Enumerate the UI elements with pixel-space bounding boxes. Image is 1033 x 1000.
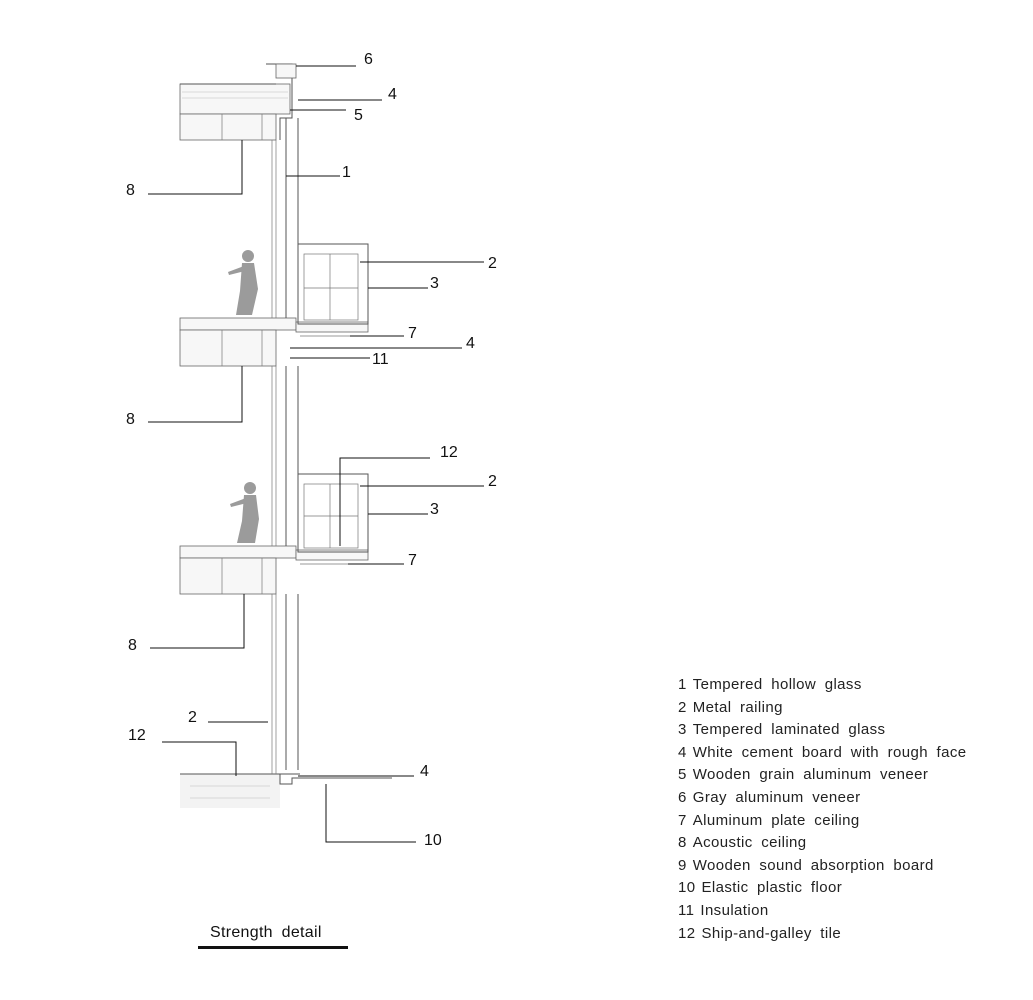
legend-item: 6 Gray aluminum veneer <box>678 787 966 810</box>
legend-item: 12 Ship-and-galley tile <box>678 923 966 946</box>
legend-item: 4 White cement board with rough face <box>678 742 966 765</box>
legend-number: 7 <box>678 811 687 829</box>
callout-numbers: 6 4 5 1 8 2 3 7 4 11 8 12 2 3 7 8 2 12 4… <box>126 51 497 849</box>
callout-4-top: 4 <box>388 86 397 103</box>
legend-text: Tempered laminated glass <box>692 721 886 739</box>
legend-text: Tempered hollow glass <box>692 676 862 693</box>
legend-number: 2 <box>678 698 687 716</box>
legend-number: 8 <box>678 834 687 852</box>
legend-text: Gray aluminum veneer <box>692 788 861 806</box>
callout-1: 1 <box>342 164 351 181</box>
legend-item: 9 Wooden sound absorption board <box>678 855 966 878</box>
drawing-title: Strength detail <box>210 924 322 941</box>
callout-3-upper: 3 <box>430 275 439 292</box>
person-silhouette-lower <box>230 482 259 543</box>
leader-lines <box>148 65 484 843</box>
ground-floor <box>180 773 392 808</box>
floor-slab-2 <box>179 545 369 595</box>
callout-8-middle: 8 <box>126 411 135 428</box>
legend-number: 3 <box>678 721 687 739</box>
callout-8-top: 8 <box>126 182 135 199</box>
callout-12-ground: 12 <box>128 727 146 744</box>
legend-item: 10 Elastic plastic floor <box>678 877 966 900</box>
legend-item: 7 Aluminum plate ceiling <box>678 810 966 833</box>
callout-2-upper: 2 <box>488 255 497 272</box>
legend-text: Insulation <box>700 901 769 919</box>
callout-4-middle: 4 <box>466 335 475 352</box>
callout-6: 6 <box>364 51 373 68</box>
legend-text: Metal railing <box>692 698 783 716</box>
legend-number: 6 <box>678 788 687 806</box>
balcony-lower <box>297 473 369 553</box>
legend-number: 12 <box>678 924 696 942</box>
legend-text: White cement board with rough face <box>692 743 967 761</box>
legend-item: 8 Acoustic ceiling <box>678 832 966 855</box>
legend-item: 1 Tempered hollow glass <box>678 674 966 697</box>
roof-slab <box>179 63 297 141</box>
legend-number: 4 <box>678 743 687 761</box>
legend-item: 5 Wooden grain aluminum veneer <box>678 764 966 787</box>
callout-11: 11 <box>372 351 389 368</box>
legend-text: Wooden sound absorption board <box>692 856 934 874</box>
curtain-wall <box>271 118 299 774</box>
legend-text: Acoustic ceiling <box>692 834 807 852</box>
legend-item: 3 Tempered laminated glass <box>678 719 966 742</box>
legend-text: Aluminum plate ceiling <box>692 811 860 829</box>
legend-text: Elastic plastic floor <box>701 879 843 897</box>
legend-item: 11 Insulation <box>678 900 966 923</box>
callout-5: 5 <box>354 107 363 124</box>
callout-8-bottom: 8 <box>128 637 137 654</box>
callout-3-lower: 3 <box>430 501 439 518</box>
legend-item: 2 Metal railing <box>678 697 966 720</box>
legend-number: 10 <box>678 879 696 897</box>
callout-7-lower: 7 <box>408 552 417 569</box>
callout-2-lower: 2 <box>488 473 497 490</box>
callout-12-upper: 12 <box>440 444 458 461</box>
person-silhouette-upper <box>228 250 258 315</box>
legend-number: 1 <box>678 676 687 693</box>
callout-10: 10 <box>424 832 442 849</box>
drawing-title-block: Strength detail <box>198 924 348 949</box>
legend-text: Ship-and-galley tile <box>701 924 842 942</box>
balcony-upper <box>297 243 369 325</box>
legend-number: 9 <box>678 856 687 874</box>
callout-4-ground: 4 <box>420 763 429 780</box>
legend-text: Wooden grain aluminum veneer <box>692 766 929 784</box>
legend-number: 11 <box>678 901 695 919</box>
title-underline <box>198 946 348 949</box>
callout-2-ground: 2 <box>188 709 197 726</box>
floor-slab-1 <box>179 317 369 367</box>
callout-7-upper: 7 <box>408 325 417 342</box>
legend-number: 5 <box>678 766 687 784</box>
